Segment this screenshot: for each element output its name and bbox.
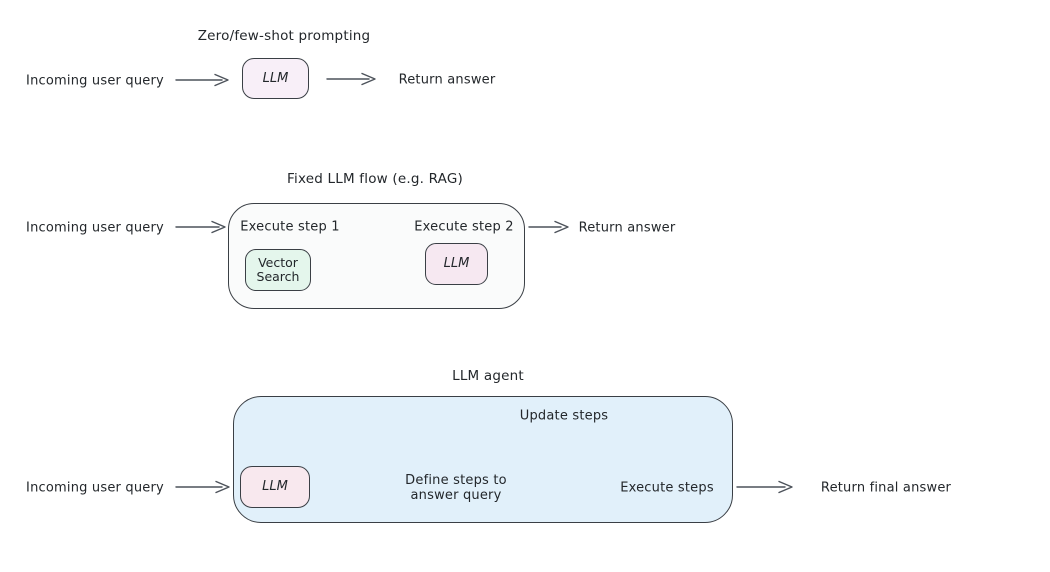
section3-llm-label: LLM bbox=[262, 479, 288, 494]
section1-llm-box: LLM bbox=[242, 58, 309, 99]
section1-llm-label: LLM bbox=[262, 70, 289, 86]
section2-title: Fixed LLM flow (e.g. RAG) bbox=[287, 171, 463, 187]
arrow-row3-query-to-agent bbox=[175, 480, 230, 494]
section3-define-steps-line2: answer query bbox=[410, 488, 502, 503]
section2-llm-box: LLM bbox=[425, 243, 488, 285]
section3-agent-container bbox=[233, 396, 733, 523]
section2-llm-label: LLM bbox=[443, 256, 470, 271]
section2-output-label: Return answer bbox=[578, 220, 676, 236]
section2-step2-label: Execute step 2 bbox=[414, 219, 514, 235]
section2-vector-search-line2: Search bbox=[256, 269, 300, 284]
section2-input-label: Incoming user query bbox=[26, 220, 164, 236]
arrow-row3-agent-to-answer bbox=[736, 480, 793, 494]
arrow-row1-query-to-llm bbox=[175, 73, 229, 87]
section2-step1-label: Execute step 1 bbox=[240, 219, 340, 235]
section1-input-label: Incoming user query bbox=[26, 73, 164, 89]
arrow-row1-llm-to-answer bbox=[326, 72, 376, 86]
section1-output-label: Return answer bbox=[398, 72, 496, 88]
section3-title: LLM agent bbox=[452, 368, 524, 384]
section3-update-steps-label: Update steps bbox=[519, 408, 609, 424]
section2-vector-search-line1: Vector bbox=[258, 255, 298, 270]
section3-input-label: Incoming user query bbox=[26, 480, 164, 496]
section3-execute-steps-label: Execute steps bbox=[620, 480, 714, 496]
section3-define-steps-line1: Define steps to bbox=[405, 473, 507, 488]
section3-output-label: Return final answer bbox=[820, 480, 952, 496]
section1-title: Zero/few-shot prompting bbox=[197, 28, 371, 44]
section3-llm-box: LLM bbox=[240, 466, 310, 508]
section2-vector-search-box: Vector Search bbox=[245, 249, 311, 291]
arrow-row2-query-to-flow bbox=[175, 220, 226, 234]
section3-define-steps-label: Define steps to answer query bbox=[405, 473, 507, 503]
arrow-row2-flow-to-answer bbox=[528, 220, 569, 234]
